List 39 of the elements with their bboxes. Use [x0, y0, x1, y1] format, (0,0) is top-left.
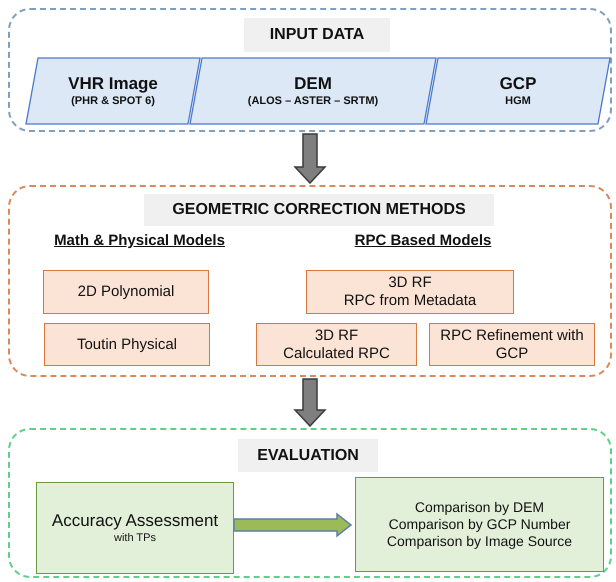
- node-subtitle: Calculated RPC: [282, 344, 391, 362]
- method-box: [256, 323, 417, 366]
- block-arrow: [233, 512, 352, 538]
- node-title: 3D RF: [387, 274, 433, 292]
- node-title: 2D Polynomial: [76, 283, 176, 301]
- group-frame: [8, 185, 612, 377]
- group-frame: [8, 428, 612, 578]
- node-title: 3D RF: [314, 326, 360, 344]
- node-subtitle: with TPs: [113, 532, 157, 545]
- column-heading: Math & Physical Models: [53, 232, 226, 249]
- node-title: VHR Image: [67, 74, 159, 95]
- node-subtitle: (ALOS – ASTER – SRTM): [246, 94, 380, 108]
- method-box: [44, 323, 210, 366]
- node-subtitle: Comparison by GCP Number: [388, 516, 572, 533]
- node-title: GCP: [498, 74, 538, 95]
- input-parallelogram: [190, 58, 436, 124]
- node-subtitle: HGM: [504, 94, 532, 108]
- input-parallelogram: [426, 58, 610, 124]
- node-subtitle: RPC from Metadata: [342, 292, 478, 310]
- node-title: Accuracy Assessment: [50, 511, 220, 532]
- node-subtitle: Comparison by Image Source: [386, 532, 574, 550]
- node-title: DEM: [293, 74, 333, 95]
- input-parallelogram: [26, 58, 200, 124]
- method-box: [429, 323, 595, 366]
- node-title: RPC Refinement with GCP: [439, 326, 585, 362]
- method-box: [43, 270, 209, 314]
- section-heading: GEOMETRIC CORRECTION METHODS: [144, 194, 494, 226]
- section-heading: EVALUATION: [238, 439, 378, 472]
- method-box: [306, 270, 514, 314]
- node-subtitle: (PHR & SPOT 6): [70, 94, 156, 108]
- evaluation-box: [36, 482, 234, 574]
- group-frame: [8, 8, 612, 132]
- block-arrow: [293, 378, 327, 428]
- block-arrow: [293, 133, 327, 184]
- section-heading: INPUT DATA: [244, 18, 390, 52]
- evaluation-box: [355, 477, 604, 572]
- node-title: Comparison by DEM: [414, 499, 546, 516]
- column-heading: RPC Based Models: [354, 232, 492, 249]
- node-title: Toutin Physical: [76, 336, 178, 354]
